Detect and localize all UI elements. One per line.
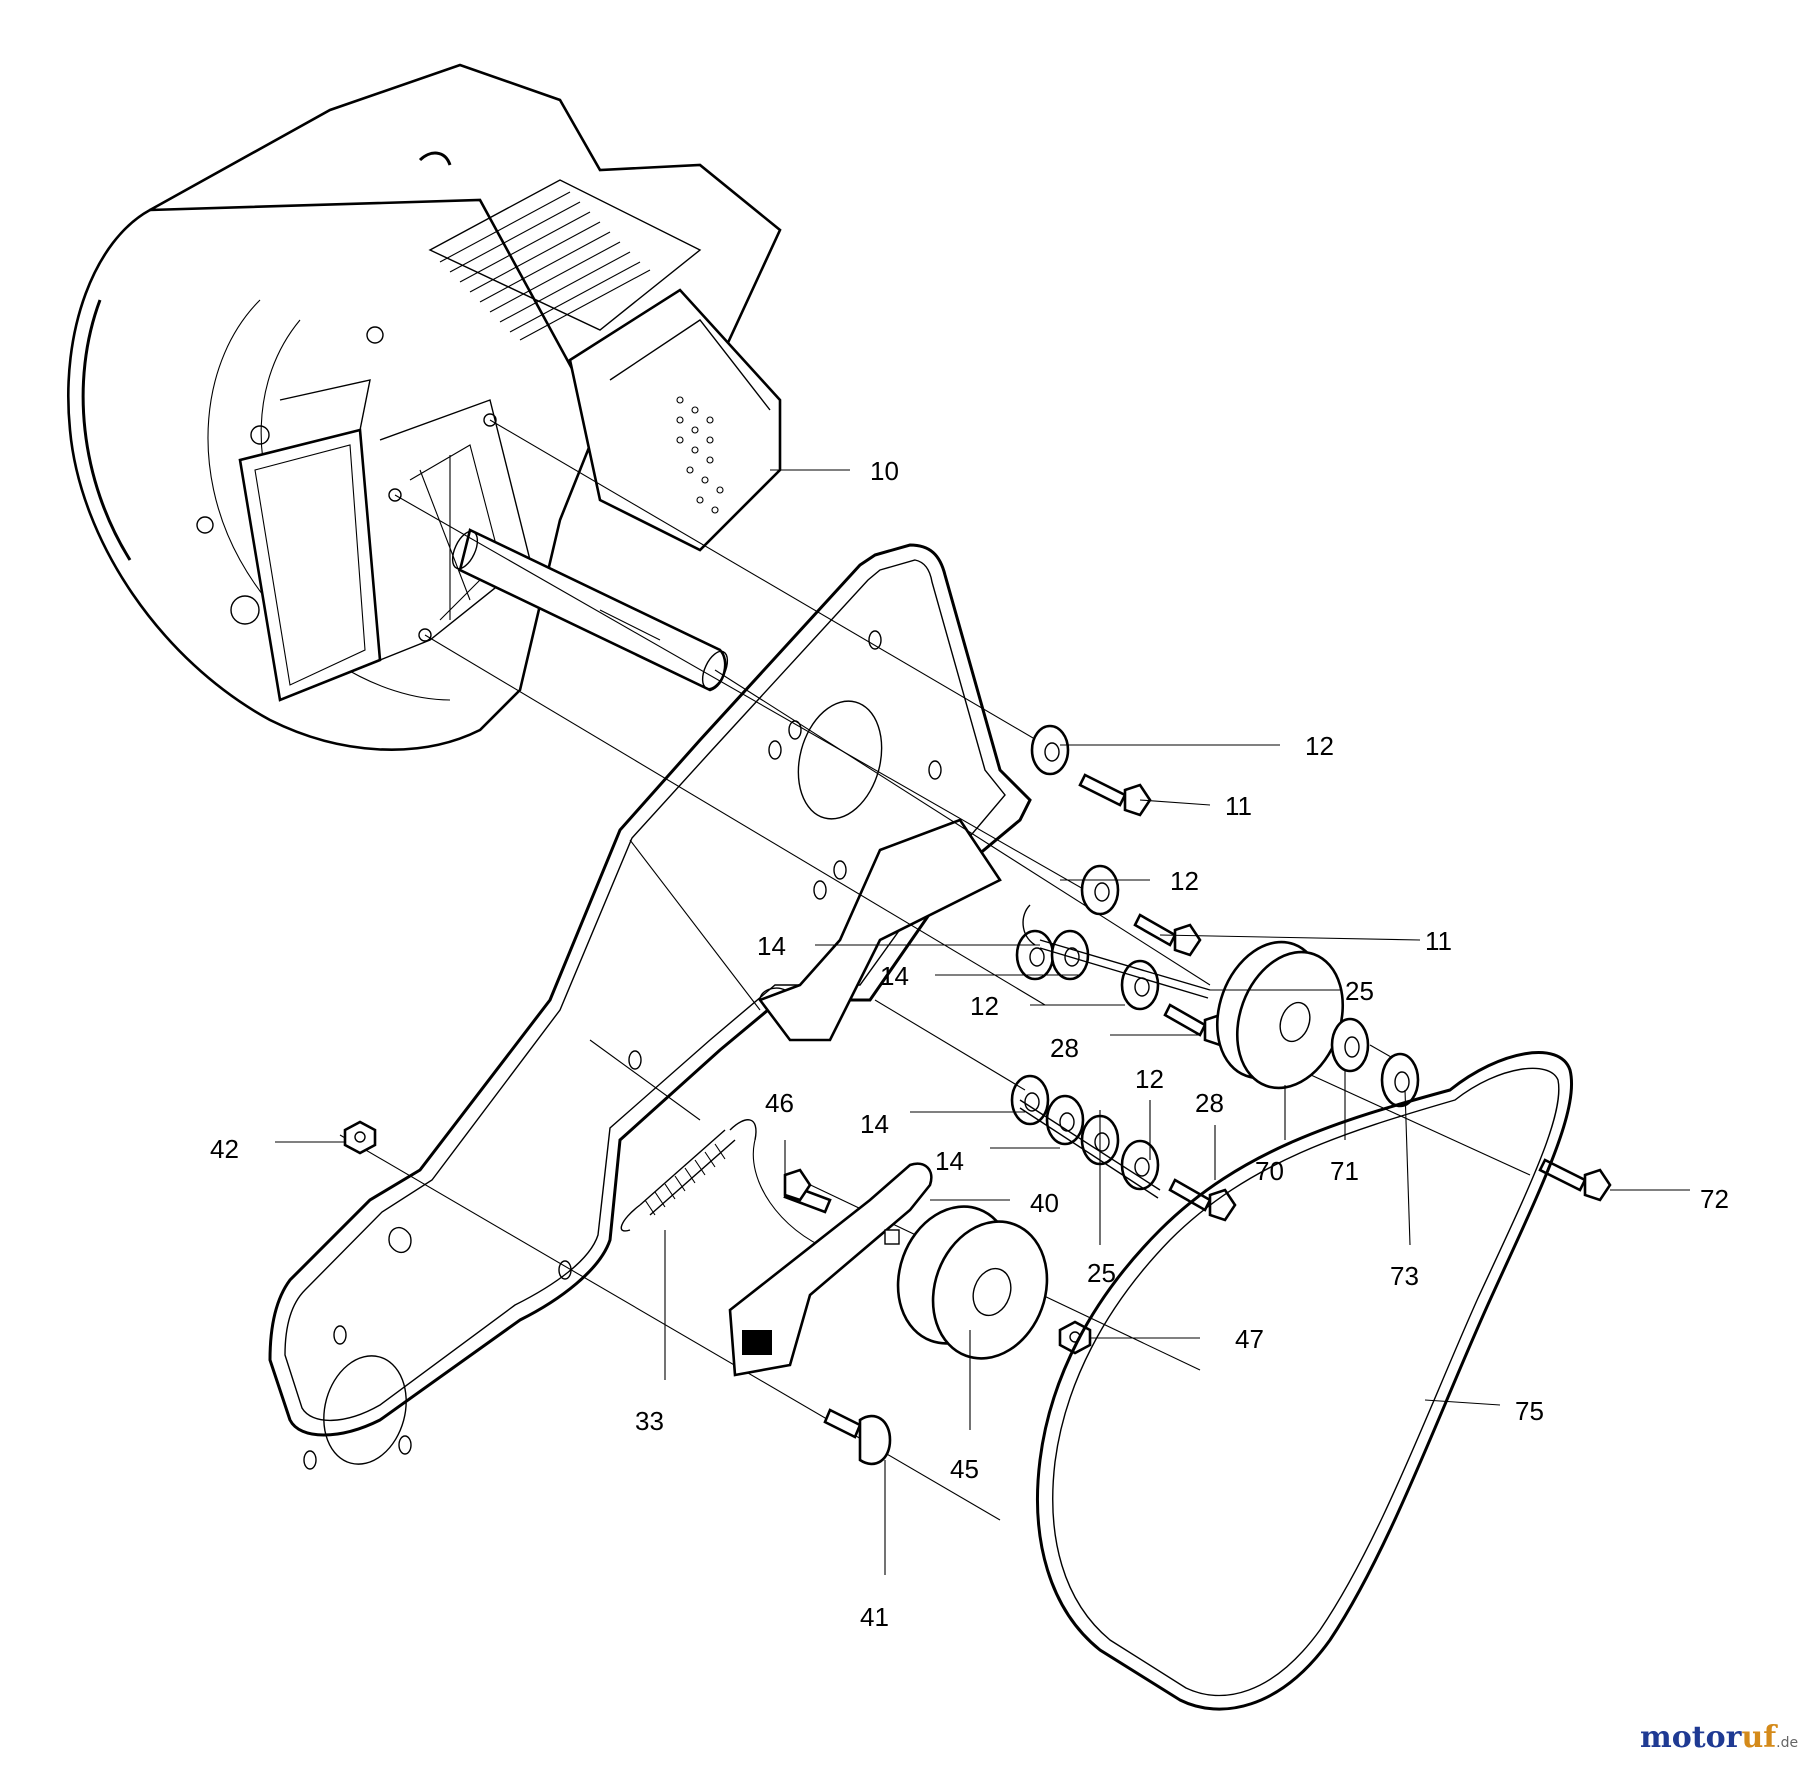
label-12-b: 12 [1170,866,1199,896]
label-25-a: 25 [1345,976,1374,1006]
label-45: 45 [950,1454,979,1484]
pin-25-b [1019,1099,1161,1199]
label-28-b: 28 [1195,1088,1224,1118]
bolt-11-b [1133,913,1202,957]
part-labels: 10 12 11 12 11 14 14 25 12 28 12 28 46 1… [210,456,1729,1632]
idler-pulley-45 [896,1205,1049,1360]
label-14-b: 14 [880,961,909,991]
label-47: 47 [1235,1324,1264,1354]
washer-14-b [1010,1074,1120,1166]
air-filter-box [568,288,782,552]
label-11-b: 11 [1425,926,1452,956]
washer-14-a [1015,929,1090,981]
label-46: 46 [765,1088,794,1118]
label-14-d: 14 [935,1146,964,1176]
washer-12-c [1120,959,1160,1011]
label-42: 42 [210,1134,239,1164]
pin-25-a [1022,904,1211,999]
v-belt-75 [1036,1051,1573,1711]
label-73: 73 [1390,1261,1419,1291]
watermark-logo: motoruf.de [1640,1720,1798,1755]
label-33: 33 [635,1406,664,1436]
label-14-a: 14 [757,931,786,961]
washer-12-a [1030,724,1070,776]
callout-leaders [275,469,1690,1575]
washer-73 [1380,1052,1420,1108]
label-10: 10 [870,456,899,486]
spring-33 [620,1119,831,1251]
washer-12-d [1120,1139,1160,1191]
washer-71 [1330,1017,1370,1073]
nut-42 [343,1120,377,1155]
cylinder-fins [428,179,702,341]
bolt-28-b [1168,1178,1237,1222]
label-41: 41 [860,1602,889,1632]
engine-motor [66,63,782,751]
bolt-46 [783,1168,832,1214]
bolt-11-a [1078,773,1152,817]
label-71: 71 [1330,1156,1359,1186]
idler-arm-40 [728,1162,933,1377]
mounting-bracket [268,543,1032,1470]
label-12-c: 12 [970,991,999,1021]
label-25-b: 25 [1087,1258,1116,1288]
knob-bolt-41 [823,1408,892,1466]
label-11-a: 11 [1225,791,1252,821]
washer-12-b [1080,864,1120,916]
label-28-a: 28 [1050,1033,1079,1063]
label-12-a: 12 [1305,731,1334,761]
watermark-brand-2: uf [1741,1720,1778,1755]
watermark-brand-1: motor [1640,1720,1743,1755]
svg-text:motoruf.de: motoruf.de [1640,1720,1798,1755]
label-70: 70 [1255,1156,1284,1186]
label-12-d: 12 [1135,1064,1164,1094]
bolt-72 [1538,1158,1612,1202]
label-75: 75 [1515,1396,1544,1426]
watermark-suffix: .de [1776,1735,1798,1751]
motor-mount-face [196,151,531,702]
drive-pulley-70 [1215,940,1345,1090]
label-40: 40 [1030,1188,1059,1218]
label-72: 72 [1700,1184,1729,1214]
label-14-c: 14 [860,1109,889,1139]
